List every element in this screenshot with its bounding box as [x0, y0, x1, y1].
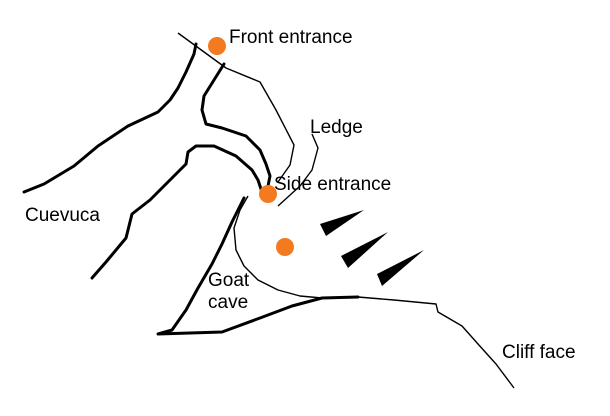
label-goat-cave-line1: Goat	[208, 270, 250, 291]
cuevuca-inner-wall-lower	[90, 144, 264, 280]
label-front-entrance: Front entrance	[229, 27, 353, 48]
label-side-entrance: Side entrance	[274, 174, 391, 195]
label-cliff-face: Cliff face	[502, 342, 576, 363]
cuevuca-inner-wall-upper	[200, 62, 272, 188]
goat-cave-marker	[276, 238, 294, 256]
side-entrance-marker	[259, 185, 277, 203]
wedge-marker-1	[320, 210, 364, 236]
front-entrance-marker	[208, 37, 226, 55]
wedge-marker-3	[377, 250, 424, 286]
ledge-line	[277, 133, 319, 207]
label-ledge: Ledge	[310, 117, 363, 138]
label-goat-cave-line2: cave	[208, 292, 248, 313]
goat-cave-wall	[156, 196, 360, 336]
cave-mouth-outline	[233, 195, 323, 299]
label-cuevuca: Cuevuca	[25, 205, 100, 226]
cliff-face-line	[357, 296, 515, 389]
wedge-marker-2	[341, 232, 388, 268]
cuevuca-outer-wall	[22, 42, 198, 194]
cliff-rim-line	[177, 32, 295, 183]
